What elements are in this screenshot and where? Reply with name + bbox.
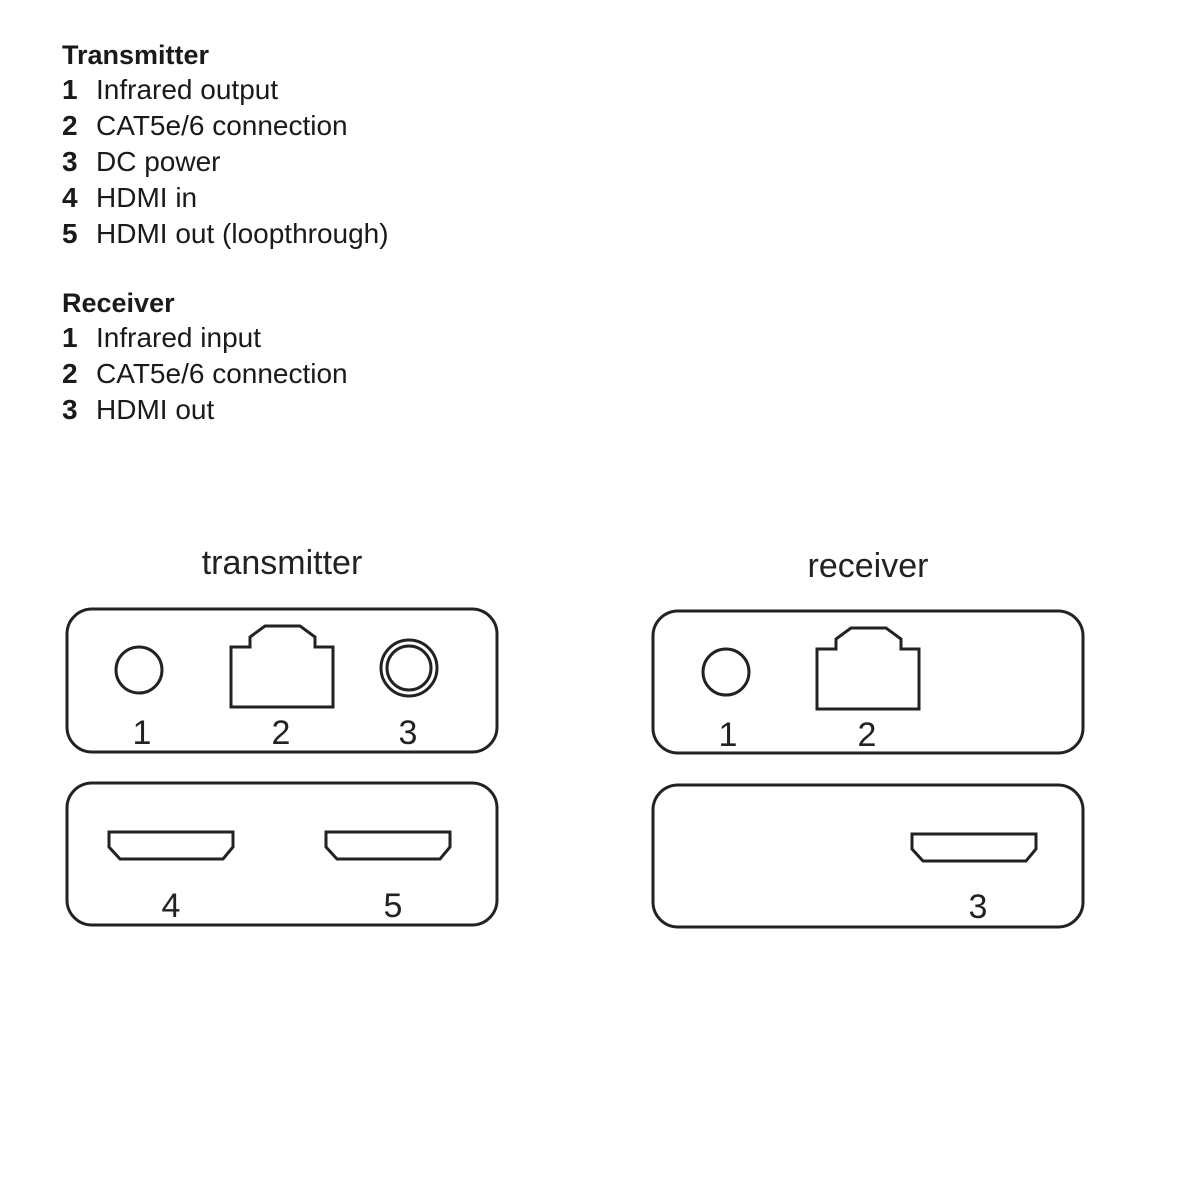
- item-number: 1: [62, 74, 78, 105]
- hdmi-in-port-icon: [107, 830, 235, 861]
- rj45-port-icon: [229, 624, 335, 709]
- legend-item: 1 Infrared input: [62, 320, 389, 356]
- item-label: Infrared output: [96, 74, 279, 105]
- legend-item: 4 HDMI in: [62, 180, 389, 216]
- transmitter-heading: Transmitter: [62, 40, 210, 70]
- item-label: Infrared input: [96, 322, 261, 353]
- item-number: 1: [62, 322, 78, 353]
- item-number: 3: [62, 394, 78, 425]
- port-label: 2: [858, 716, 877, 754]
- port-label: 3: [399, 714, 418, 752]
- receiver-front-panel: [651, 609, 1085, 755]
- transmitter-legend: Transmitter 1 Infrared output 2 CAT5e/6 co…: [62, 38, 389, 252]
- port-label: 3: [969, 888, 988, 926]
- legend-item: 5 HDMI out (loopthrough): [62, 216, 389, 252]
- receiver-back-panel: [651, 783, 1085, 929]
- infrared-port-icon: [114, 645, 164, 695]
- item-label: HDMI in: [96, 182, 198, 213]
- item-number: 4: [62, 182, 78, 213]
- dc-power-inner-ring-icon: [385, 644, 433, 692]
- legend-item: 3 HDMI out: [62, 392, 389, 428]
- port-label: 2: [272, 714, 291, 752]
- item-number: 2: [62, 358, 78, 389]
- transmitter-title: transmitter: [202, 544, 363, 582]
- port-label: 1: [719, 716, 738, 754]
- item-label: CAT5e/6 connection: [96, 358, 348, 389]
- item-number: 3: [62, 146, 78, 177]
- item-number: 5: [62, 218, 78, 249]
- legend-item: 2 CAT5e/6 connection: [62, 356, 389, 392]
- hdmi-out-port-icon: [910, 832, 1038, 863]
- item-label: HDMI out (loopthrough): [96, 218, 389, 249]
- item-label: CAT5e/6 connection: [96, 110, 348, 141]
- item-label: HDMI out: [96, 394, 215, 425]
- receiver-legend: Receiver 1 Infrared input 2 CAT5e/6 connec…: [62, 286, 389, 428]
- legend-item: 2 CAT5e/6 connection: [62, 108, 389, 144]
- transmitter-back-panel: [65, 781, 499, 927]
- rj45-port-icon: [815, 626, 921, 711]
- port-label: 5: [384, 887, 403, 925]
- port-label: 1: [133, 714, 152, 752]
- legend-item: 1 Infrared output: [62, 72, 389, 108]
- dc-power-port-icon: [379, 638, 439, 698]
- item-label: DC power: [96, 146, 221, 177]
- transmitter-front-panel: [65, 607, 499, 754]
- receiver-title: receiver: [808, 547, 929, 585]
- hdmi-out-port-icon: [324, 830, 452, 861]
- infrared-port-icon: [701, 647, 751, 697]
- item-number: 2: [62, 110, 78, 141]
- receiver-heading: Receiver: [62, 288, 175, 318]
- legend-item: 3 DC power: [62, 144, 389, 180]
- port-label: 4: [162, 887, 181, 925]
